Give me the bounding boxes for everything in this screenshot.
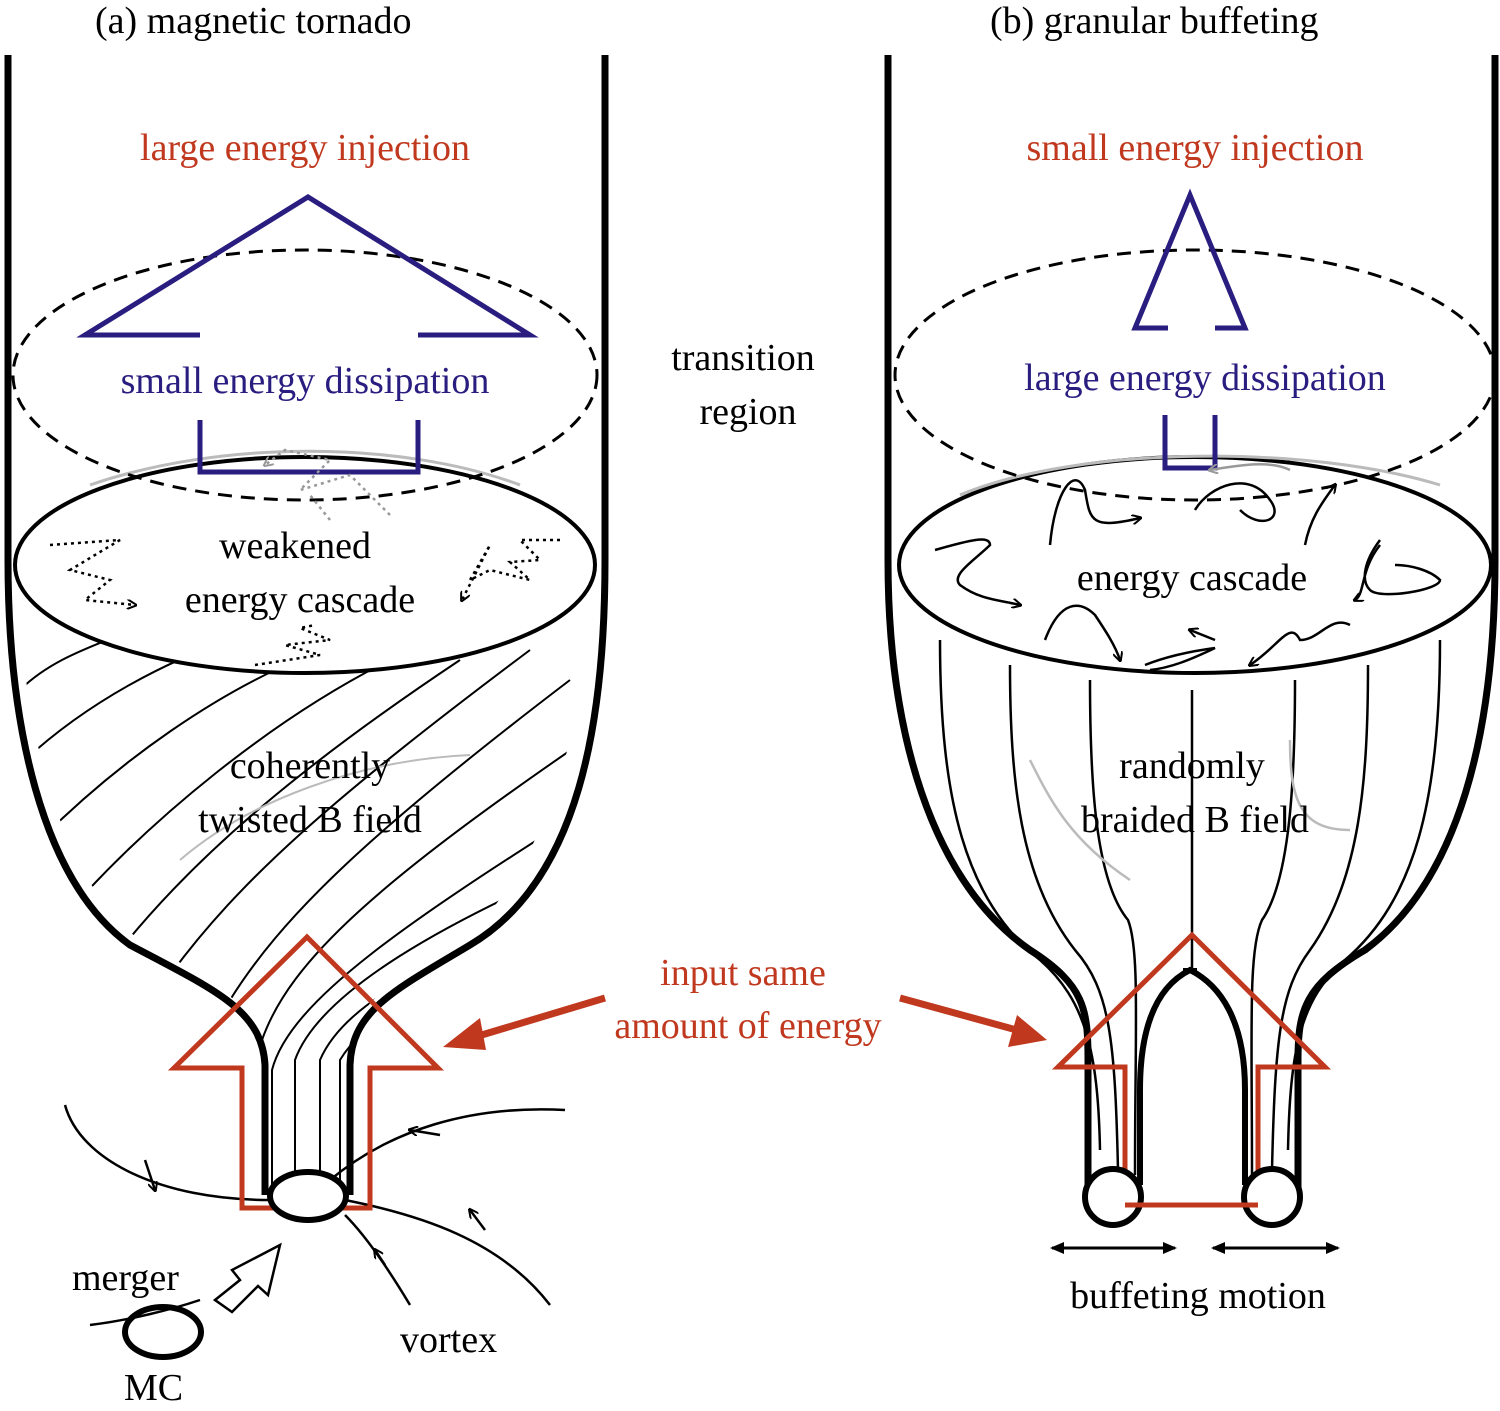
panel-a-cascade-line1: weakened [219,525,371,567]
mc-ellipse [122,1304,204,1360]
twisted-field-lines [19,619,592,1190]
tube-outline-right [346,55,609,1195]
braided-field-lines [938,639,1442,1176]
cascade-ellipse-back-b [959,454,1441,497]
panel-a-dissipation: small energy dissipation [121,360,490,402]
vortex-lines [63,1104,566,1327]
transition-label-line1: transition [671,337,815,379]
transition-label-line2: region [699,391,796,433]
cascade-arrows [934,462,1442,672]
weakened-cascade-arrows [49,448,560,667]
panel-a: (a) magnetic tornado [4,0,609,1409]
vortex-label: vortex [400,1319,497,1361]
tube-outline-right-b [1294,55,1499,1190]
pointer-arrow-right-head [1008,1015,1047,1047]
panel-b-dissipation: large energy dissipation [1024,357,1386,399]
panel-b: (b) granular buffeting [884,0,1499,1317]
buffeting-motion-label: buffeting motion [1070,1275,1326,1317]
panel-b-field-line2: braided B field [1081,799,1309,841]
center-labels: transition region input same amount of e… [443,337,1047,1050]
cascade-ellipse [13,455,597,675]
small-injection-arrow [1131,188,1249,471]
transition-ellipse-b [893,248,1497,502]
panel-a-cascade-line2: energy cascade [185,579,415,621]
panel-b-field-line1: randomly [1119,745,1265,787]
panel-a-title: (a) magnetic tornado [95,0,412,42]
pointer-arrow-right [899,994,1036,1039]
input-label-line1: input same [660,952,826,994]
panel-a-field-line1: coherently [230,745,390,787]
panel-b-injection: small energy injection [1027,127,1364,169]
panel-a-field-line2: twisted B field [198,799,422,841]
merger-arrow [212,1242,282,1314]
pointer-arrow-left-head [443,1018,486,1050]
panel-a-injection: large energy injection [140,127,470,169]
merger-label: merger [72,1257,179,1299]
panel-b-cascade: energy cascade [1077,557,1307,599]
buffeting-footpoint-right [1241,1166,1303,1228]
mc-label: MC [124,1367,183,1409]
buffeting-footpoint-left [1082,1166,1144,1228]
input-energy-arrow-b [1051,931,1332,1208]
tornado-footpoint [267,1169,349,1223]
inner-arch [1137,966,1248,1185]
large-injection-arrow [76,194,539,475]
cascade-ellipse-back [89,449,521,487]
input-label-line2: amount of energy [614,1005,881,1047]
input-energy-arrow-a [167,933,445,1211]
panel-b-title: (b) granular buffeting [990,0,1319,42]
transition-ellipse [11,248,599,502]
tube-outline-left-b [884,55,1092,1190]
tube-outline-left [4,55,269,1195]
